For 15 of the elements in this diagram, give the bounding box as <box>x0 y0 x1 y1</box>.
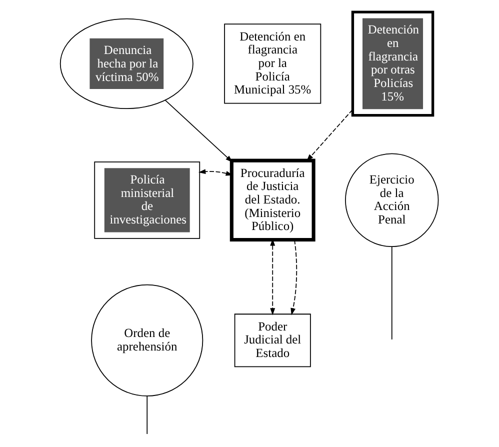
connector <box>146 395 148 434</box>
node-circle: Ejercicio de la Acción Penal <box>345 153 439 248</box>
node-box: Poder Judicial del Estado <box>234 314 311 368</box>
node-ellipse: Denuncia hecha por la víctima 50% <box>60 18 194 109</box>
connector <box>391 246 392 340</box>
node-box: Detención en flagrancia por la Policía Municipal 35% <box>224 24 322 104</box>
arrow <box>270 238 276 316</box>
node-circle: Orden de aprehensión <box>91 284 204 396</box>
arrow <box>306 109 353 162</box>
node-box: Policía ministerial de investigaciones <box>94 161 200 239</box>
arrow <box>198 169 233 176</box>
node-box: Detención en flagrancia por otras Policías 15% <box>351 10 434 117</box>
arrow <box>164 100 233 162</box>
node-box: Procuraduría de Justicia del Estado. (Ministerio Público) <box>230 158 316 242</box>
arrow <box>290 240 298 316</box>
